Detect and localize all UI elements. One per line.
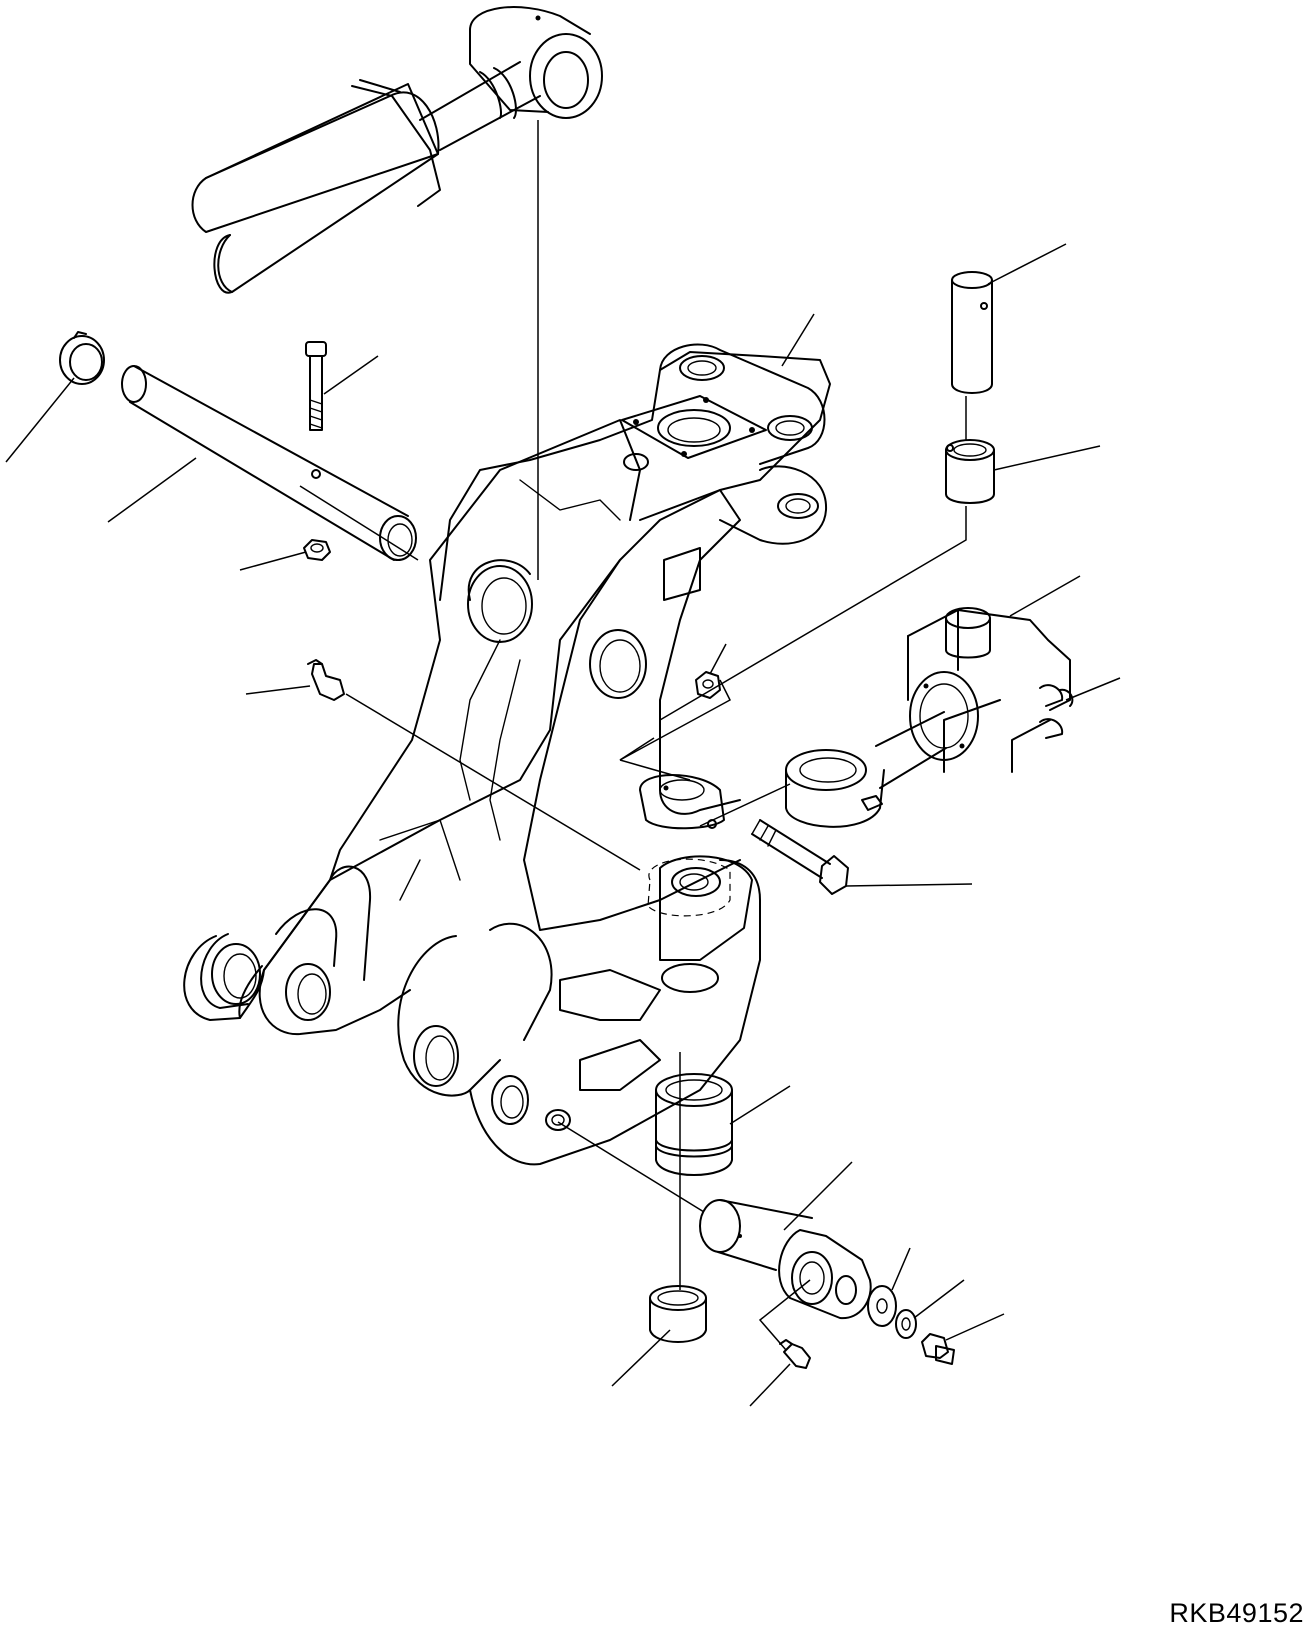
- lower-bushing-large: [655, 1073, 733, 1176]
- drawing-code: RKB49152: [1169, 1598, 1304, 1628]
- grease-fitting-lower: [779, 1339, 811, 1369]
- cylinder-head-block: [907, 607, 1074, 773]
- upper-bushing: [945, 439, 995, 504]
- center-nut: [695, 671, 721, 699]
- lower-pin: [699, 1199, 872, 1320]
- grease-fitting-upper: [307, 659, 345, 701]
- leader-lines: [5, 243, 1121, 1407]
- snap-ring: [59, 331, 105, 385]
- cylinder-rod-eye: [785, 711, 947, 828]
- through-bolt: [751, 819, 849, 895]
- king-pin: [951, 271, 993, 394]
- lower-bushing-small: [649, 1285, 707, 1343]
- pin-bolt: [305, 341, 327, 431]
- boom-pin: [121, 365, 417, 561]
- swing-bracket: [183, 343, 831, 1166]
- pin-nut: [303, 539, 331, 561]
- retaining-bolt: [921, 1333, 955, 1365]
- washer: [867, 1285, 897, 1327]
- hidden-boss-outline: [647, 858, 731, 917]
- lock-washer: [895, 1309, 917, 1339]
- assembly-lines: [299, 120, 967, 1351]
- hydraulic-cylinder: [191, 6, 603, 294]
